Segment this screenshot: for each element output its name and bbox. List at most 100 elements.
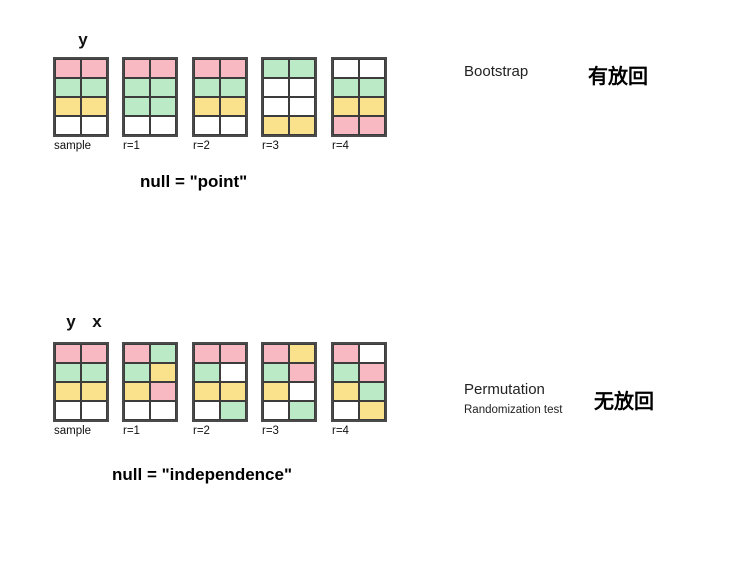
grid-row [263, 78, 315, 97]
grid-label-sample: sample [54, 140, 92, 152]
grid-cell [150, 116, 176, 135]
grid-row [263, 382, 315, 401]
grid-cell [150, 344, 176, 363]
grid-cell [220, 401, 246, 420]
grid-cell [359, 59, 385, 78]
grid-cell [150, 363, 176, 382]
grid-cell [124, 363, 150, 382]
grid-cell [81, 97, 107, 116]
column-header-y: y [66, 312, 76, 331]
grid-cell [55, 344, 81, 363]
grid-row [55, 97, 107, 116]
method-sublabel-permutation: Randomization test [464, 404, 563, 416]
grid-cell [289, 59, 315, 78]
column-header-y: y [78, 30, 88, 49]
grid-cell [81, 116, 107, 135]
grid-cell [359, 116, 385, 135]
grid-cell [333, 78, 359, 97]
grid-row [124, 401, 176, 420]
grid-permutation-r4 [331, 342, 387, 422]
grid-row [333, 78, 385, 97]
grid-cell [124, 382, 150, 401]
grid-cell [220, 97, 246, 116]
grid-permutation-r2 [192, 342, 248, 422]
grid-block-bootstrap-r2: r=2 [192, 57, 248, 152]
grid-cell [150, 97, 176, 116]
grid-cell [289, 78, 315, 97]
grid-cell [81, 344, 107, 363]
grid-cell [150, 78, 176, 97]
grid-cell [150, 382, 176, 401]
method-label-bootstrap: Bootstrap [464, 63, 529, 80]
grid-cell [81, 78, 107, 97]
grid-row [194, 382, 246, 401]
grid-cell [333, 59, 359, 78]
grid-bootstrap-r1 [122, 57, 178, 137]
grid-row [263, 59, 315, 78]
grid-row [333, 116, 385, 135]
grid-cell [55, 363, 81, 382]
grid-cell [124, 401, 150, 420]
grid-cell [81, 59, 107, 78]
grid-cell [55, 59, 81, 78]
grid-cell [194, 78, 220, 97]
grid-row [333, 344, 385, 363]
grid-cell [124, 97, 150, 116]
grid-row [263, 116, 315, 135]
grid-block-bootstrap-r1: r=1 [122, 57, 178, 152]
grid-cell [81, 382, 107, 401]
column-header-group-permutation: y x [58, 312, 110, 332]
grid-cell [124, 344, 150, 363]
grid-row [333, 363, 385, 382]
grid-row [124, 59, 176, 78]
grid-permutation-r1 [122, 342, 178, 422]
grid-row [194, 78, 246, 97]
grid-cell [333, 116, 359, 135]
grid-cell [194, 59, 220, 78]
grid-bootstrap-r3 [261, 57, 317, 137]
grid-cell [359, 78, 385, 97]
method-label-cn-permutation: 无放回 [594, 391, 654, 413]
grid-row [55, 382, 107, 401]
grid-row [194, 344, 246, 363]
grid-row [333, 401, 385, 420]
grid-row [333, 97, 385, 116]
null-caption-point: null = "point" [140, 172, 248, 191]
grid-cell [55, 78, 81, 97]
grid-cell [263, 344, 289, 363]
grid-row [55, 59, 107, 78]
grid-row [55, 363, 107, 382]
grid-label-r4: r=4 [332, 425, 349, 437]
grid-cell [55, 97, 81, 116]
grid-row [124, 382, 176, 401]
grid-label-r2: r=2 [193, 140, 210, 152]
grid-label-r3: r=3 [262, 140, 279, 152]
grid-row [55, 116, 107, 135]
grid-block-bootstrap-r4: r=4 [331, 57, 387, 152]
grid-cell [124, 78, 150, 97]
grid-cell [289, 344, 315, 363]
grid-cell [263, 363, 289, 382]
grid-cell [333, 97, 359, 116]
grid-label-r1: r=1 [123, 425, 140, 437]
grid-row [333, 382, 385, 401]
grid-row [124, 97, 176, 116]
grid-cell [333, 363, 359, 382]
grid-row [194, 363, 246, 382]
column-header-group-bootstrap: y [70, 30, 96, 50]
grid-row [124, 116, 176, 135]
grid-cell [220, 382, 246, 401]
grid-cell [150, 59, 176, 78]
grid-cell [194, 97, 220, 116]
grid-bootstrap-r4 [331, 57, 387, 137]
grid-label-r3: r=3 [262, 425, 279, 437]
grid-cell [220, 59, 246, 78]
grid-row [124, 363, 176, 382]
grid-permutation-sample [53, 342, 109, 422]
grid-row [194, 116, 246, 135]
grid-cell [263, 97, 289, 116]
grid-cell [333, 382, 359, 401]
grid-block-permutation-r3: r=3 [261, 342, 317, 437]
grid-cell [81, 363, 107, 382]
grid-cell [81, 401, 107, 420]
